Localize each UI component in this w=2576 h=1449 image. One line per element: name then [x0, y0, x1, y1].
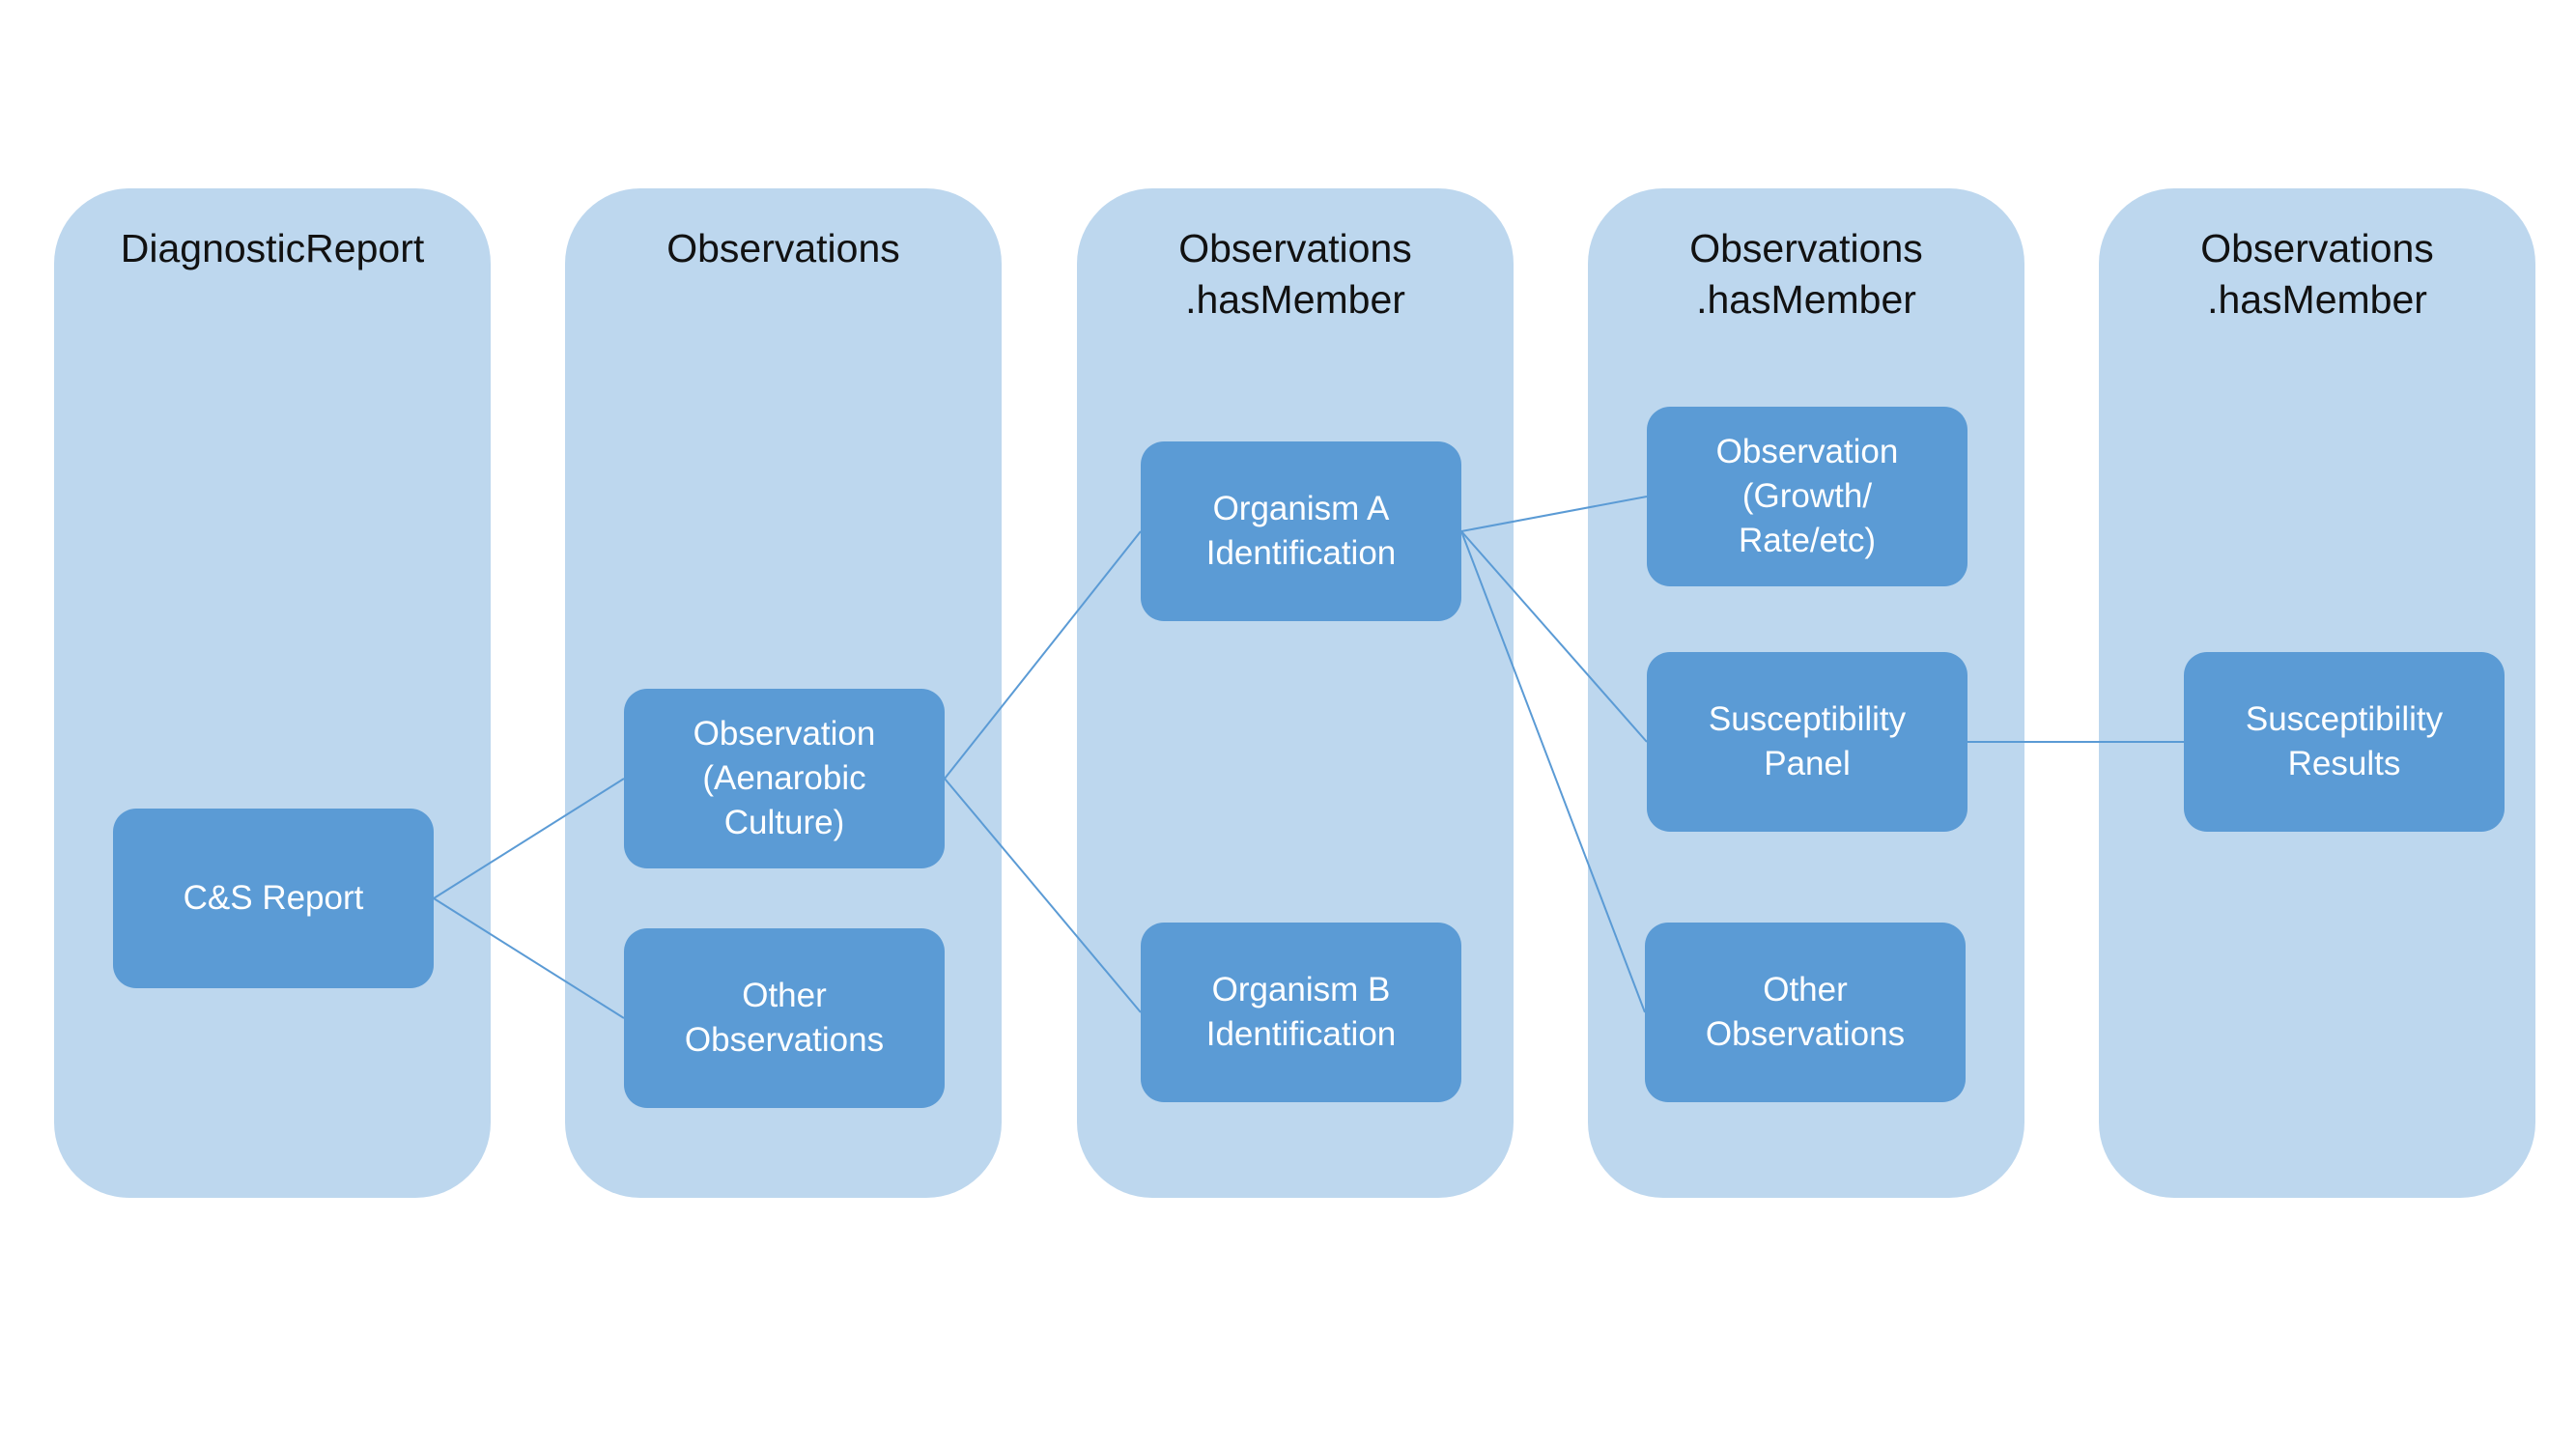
observation-growth-rate-box: Observation (Growth/ Rate/etc) — [1647, 407, 1967, 586]
column-title: Observations .hasMember — [1178, 226, 1412, 322]
column-diagnostic-report: DiagnosticReport — [54, 188, 491, 1198]
susceptibility-results-box: Susceptibility Results — [2184, 652, 2505, 832]
column-title: Observations — [666, 226, 900, 270]
susceptibility-panel-box: Susceptibility Panel — [1647, 652, 1967, 832]
column-title: Observations .hasMember — [2200, 226, 2434, 322]
other-observations-box: Other Observations — [1645, 923, 1966, 1102]
column-title: Observations .hasMember — [1689, 226, 1923, 322]
organism-a-identification-box: Organism A Identification — [1141, 441, 1461, 621]
other-observations-box: Other Observations — [624, 928, 945, 1108]
observation-aenarobic-culture-box: Observation (Aenarobic Culture) — [624, 689, 945, 868]
cs-report-box: C&S Report — [113, 809, 434, 988]
column-title: DiagnosticReport — [120, 226, 425, 270]
organism-b-identification-box: Organism B Identification — [1141, 923, 1461, 1102]
